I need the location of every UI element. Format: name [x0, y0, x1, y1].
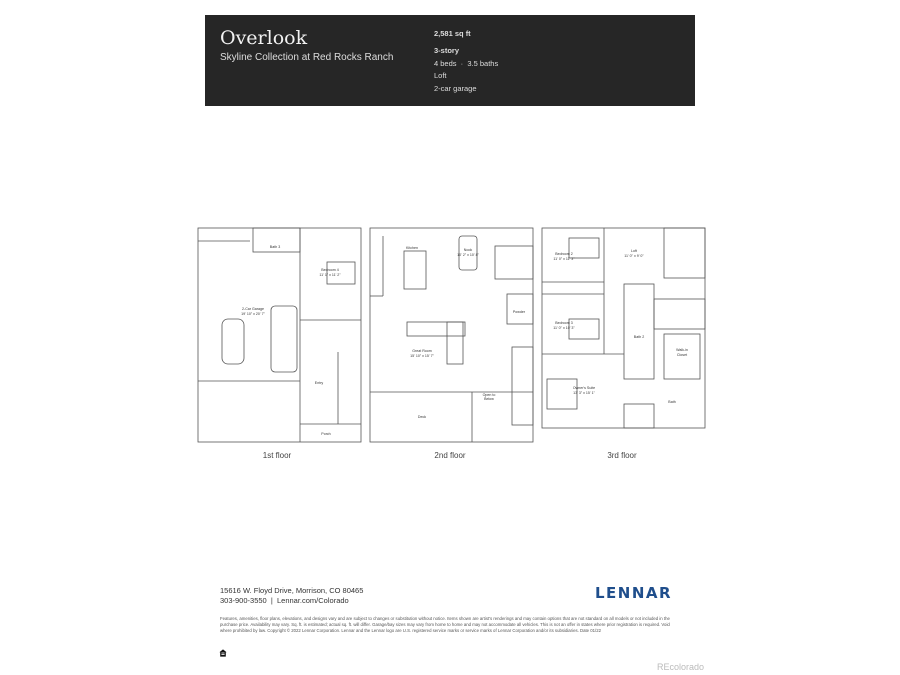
room-nook-dim: 10' 2" x 10' 8"	[457, 253, 479, 257]
room-bedroom3: Bedroom 3	[555, 321, 573, 325]
feature-garage: 2-car garage	[434, 84, 477, 94]
disclaimer: Features, amenities, floor plans, elevat…	[220, 616, 670, 634]
room-powder: Powder	[513, 310, 526, 314]
room-garage-dim: 19' 10" x 20' 7"	[241, 312, 265, 316]
room-bedroom3-dim: 11' 0" x 10' 3"	[553, 326, 575, 330]
plan-specs: 2,581 sq ft 3-story 4 beds · 3.5 baths L…	[434, 28, 498, 96]
address: 15616 W. Floyd Drive, Morrison, CO 80465	[220, 586, 364, 595]
room-loft: Loft	[631, 249, 637, 253]
room-kitchen: Kitchen	[406, 246, 418, 250]
room-walk-in-closet-2: Closet	[677, 353, 687, 357]
third-floor-plan: Bedroom 2 11' 0" x 11' 3" Loft 11' 0" x …	[541, 227, 706, 429]
room-loft-dim: 11' 0" x 9' 0"	[624, 254, 644, 258]
room-bedroom4: Bedroom 4	[321, 268, 339, 272]
stories: 3-story	[434, 45, 460, 55]
feature-loft: Loft	[434, 71, 447, 81]
room-bath2: Bath 2	[634, 335, 644, 339]
third-floor-label: 3rd floor	[607, 451, 637, 460]
plan-subtitle: Skyline Collection at Red Rocks Ranch	[220, 52, 394, 63]
second-floor-label: 2nd floor	[434, 451, 466, 460]
room-great-room-dim: 15' 10" x 15' 7"	[410, 354, 434, 358]
room-entry: Entry	[315, 381, 324, 385]
room-walk-in-closet: Walk-in	[676, 348, 688, 352]
room-owners-suite-dim: 13' 3" x 15' 1"	[573, 391, 595, 395]
first-floor-plan: Bath 3 Bedroom 4 11' 1" x 11' 2" 2-Car G…	[197, 227, 362, 443]
room-nook: Nook	[464, 248, 473, 252]
lennar-logo: LENNAR	[595, 584, 673, 602]
room-open-below: Open to	[483, 393, 496, 397]
room-deck: Deck	[418, 415, 426, 419]
room-bath3: Bath 3	[270, 245, 280, 249]
community-address: 15616 W. Floyd Drive, Morrison, CO 80465…	[220, 586, 363, 606]
plan-header: Overlook Skyline Collection at Red Rocks…	[205, 15, 695, 106]
watermark: REcolorado	[657, 662, 705, 672]
room-garage: 2-Car Garage	[242, 307, 264, 311]
room-porch: Porch	[321, 432, 330, 436]
equal-housing-icon	[219, 649, 227, 657]
room-bedroom4-dim: 11' 1" x 11' 2"	[319, 273, 341, 277]
room-owner-bath: Bath	[668, 400, 675, 404]
first-floor-label: 1st floor	[262, 451, 292, 460]
room-owners-suite: Owner's Suite	[573, 386, 595, 390]
second-floor-plan: Kitchen Nook 10' 2" x 10' 8" Powder Grea…	[369, 227, 534, 443]
plan-title: Overlook	[220, 27, 308, 49]
beds-baths: 4 beds · 3.5 baths	[434, 58, 499, 68]
sqft: 2,581 sq ft	[434, 29, 471, 38]
room-bedroom2: Bedroom 2	[555, 252, 573, 256]
room-bedroom2-dim: 11' 0" x 11' 3"	[553, 257, 575, 261]
contact: 303-900-3550 | Lennar.com/Colorado	[220, 596, 349, 605]
room-open-below-2: Below	[484, 397, 494, 401]
room-great-room: Great Room	[412, 349, 432, 353]
